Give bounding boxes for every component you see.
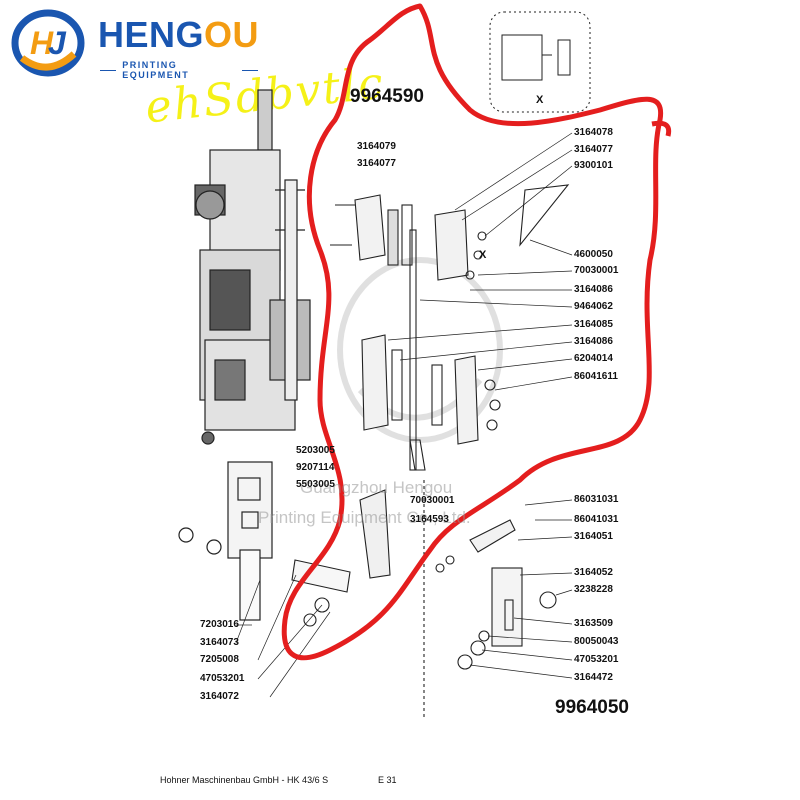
part-number: 70030001 <box>574 265 619 276</box>
part-number: 47053201 <box>200 673 245 684</box>
tagline-text: PRINTING EQUIPMENT <box>122 60 190 80</box>
part-number: 3164078 <box>574 127 613 138</box>
brand-accent: OU <box>204 14 260 55</box>
company-logo: H J HENGOU PRINTING EQUIPMENT <box>8 8 259 80</box>
brand-name: HENGOU <box>98 14 259 56</box>
brand-tagline: PRINTING EQUIPMENT <box>100 60 258 80</box>
part-number: 3164051 <box>574 531 613 542</box>
part-number: 70030001 <box>410 495 455 506</box>
part-number: 3164085 <box>574 319 613 330</box>
part-number: 86041031 <box>574 514 619 525</box>
watermark-line2: Printing Equipment Co., Ltd. <box>258 508 471 527</box>
part-number: 3164072 <box>200 691 239 702</box>
part-number: 3164052 <box>574 567 613 578</box>
footer-maker: Hohner Maschinenbau GmbH - HK 43/6 S <box>160 775 329 785</box>
part-number: 3164472 <box>574 672 613 683</box>
center-parts <box>291 184 570 627</box>
part-number: 6204014 <box>574 353 613 364</box>
part-number: 80050043 <box>574 636 619 647</box>
part-number: 3164077 <box>357 158 396 169</box>
svg-text:H: H <box>30 25 54 61</box>
part-number: 86041611 <box>574 371 618 382</box>
callout-x-label: X <box>536 94 544 106</box>
part-number: 7203016 <box>200 619 239 630</box>
part-number: 3238228 <box>574 584 613 595</box>
brand-main: HENG <box>98 14 205 55</box>
hengou-logo-icon: H J <box>11 9 85 77</box>
part-number: 3164086 <box>574 284 613 295</box>
part-number: 47053201 <box>574 654 619 665</box>
part-number: 9464062 <box>574 301 613 312</box>
part-number: 3164073 <box>200 637 239 648</box>
group-number-bottom: 9964050 <box>555 697 629 718</box>
group-number-top: 9964590 <box>350 86 424 107</box>
callout-x-label-2: X <box>479 249 487 261</box>
part-number: 3164079 <box>357 141 396 152</box>
part-number: 5503005 <box>296 479 335 490</box>
part-number: 9300101 <box>574 160 613 171</box>
part-number: 3163509 <box>574 618 613 629</box>
part-number: 3164086 <box>574 336 613 347</box>
part-number: 86031031 <box>574 494 619 505</box>
watermark-line1: Guangzhou Hengou <box>300 478 453 497</box>
part-number: 4600050 <box>574 249 613 260</box>
part-number: 5203005 <box>296 445 335 456</box>
part-number: 3164593 <box>410 514 449 525</box>
red-highlight-outline <box>281 3 664 661</box>
part-number: 3164077 <box>574 144 613 155</box>
leader-lines <box>235 132 573 698</box>
callout-box <box>489 11 591 113</box>
lower-left-plate <box>178 461 273 621</box>
bottom-right-assembly <box>423 480 557 720</box>
footer-page: E 31 <box>378 775 397 785</box>
svg-text:J: J <box>48 25 67 61</box>
part-number: 9207114 <box>296 462 335 473</box>
part-number: 7205008 <box>200 654 239 665</box>
machine-assembly <box>194 89 311 445</box>
